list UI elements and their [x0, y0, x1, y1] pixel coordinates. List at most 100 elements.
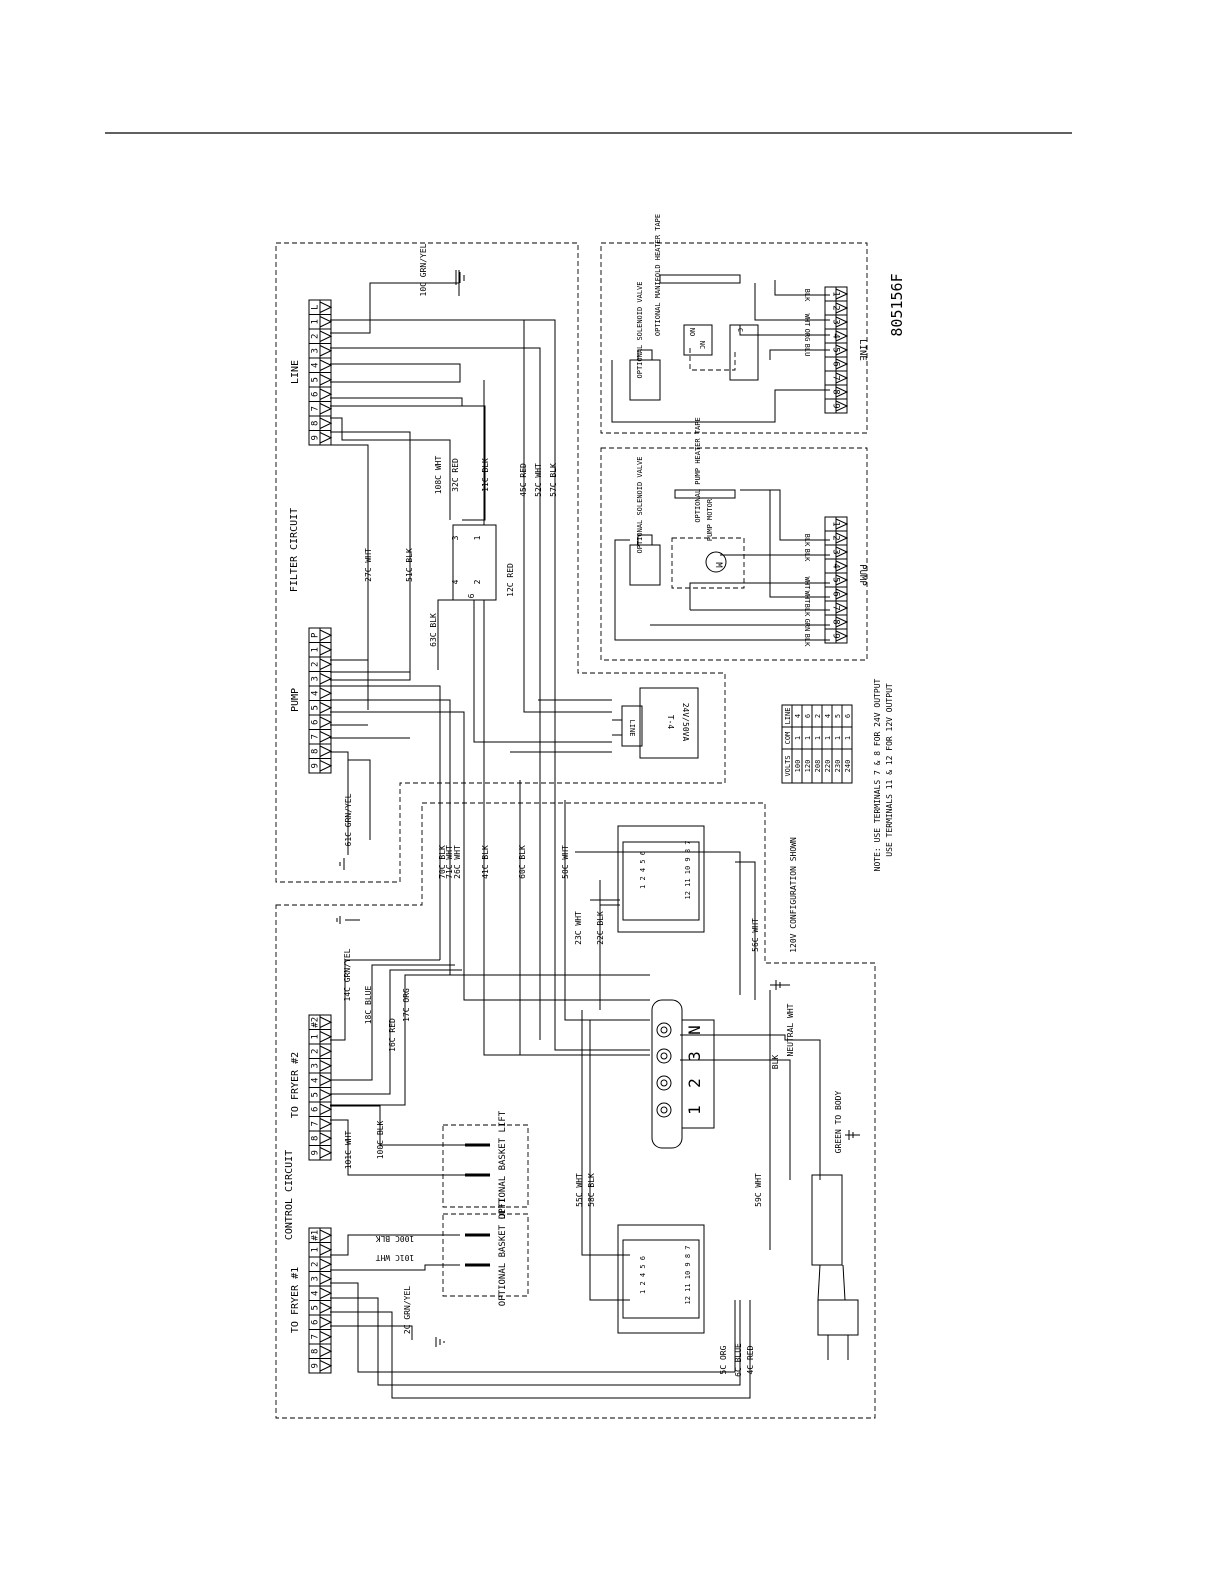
- fryer1-terminal-strip-pin: 7: [311, 1334, 321, 1339]
- wire-label-w51c: 51C BLK: [405, 548, 414, 582]
- relay-pin: 6: [467, 593, 476, 598]
- wire-label-w12c: 12C RED: [506, 563, 515, 597]
- fryer2-terminal-strip-pin: 5: [311, 1092, 321, 1097]
- line-terminal-strip-pin: 9: [311, 435, 321, 440]
- fryer2-block-title: TO FRYER #2: [290, 1052, 301, 1118]
- fryer1-terminal-strip-pin: 9: [311, 1363, 321, 1368]
- inset-line-terminal-strip-pin: 9: [831, 403, 841, 408]
- inset-pump-terminal-strip-pin: 2: [831, 535, 841, 540]
- line-terminal-strip-pin: 2: [311, 334, 321, 339]
- wire-label-w11c: 11C BLK: [481, 458, 490, 492]
- basket-lift-label-2: OPTIONAL BASKET LIFT: [498, 1110, 508, 1219]
- note-line-1: NOTE: USE TERMINALS 7 & 8 FOR 24V OUTPUT: [873, 678, 882, 871]
- wire-label-w26c: 26C WHT: [453, 845, 462, 879]
- fryer1-block-title: TO FRYER #1: [290, 1267, 301, 1333]
- pump-terminal-strip-pin: 3: [311, 676, 321, 681]
- wire-label-w22c: 22C BLK: [596, 911, 605, 945]
- relay-link: [689, 348, 736, 371]
- voltage-table-cell: 4: [824, 714, 832, 718]
- wire-label-w52c: 52C WHT: [534, 463, 543, 497]
- voltage-table-cell: 1: [824, 736, 832, 740]
- voltage-table-header: COM: [784, 732, 792, 745]
- wire-label-w32c: 32C RED: [451, 458, 460, 492]
- wire-label-w23c: 23C WHT: [574, 911, 583, 945]
- ground-symbols: [336, 270, 860, 1347]
- inset-pump-terminal-strip-pin: 9: [831, 633, 841, 638]
- inset-pump-wire-label: BLK: [803, 634, 811, 647]
- fryer2-terminal-strip-pin: #2: [311, 1017, 321, 1028]
- inset-line-terminal-strip-pin: 1: [831, 291, 841, 296]
- line-block-title: LINE: [290, 360, 301, 384]
- wire-label-w41c: 41C BLK: [481, 845, 490, 879]
- wire-label-w63c: 63C BLK: [429, 613, 438, 647]
- wire-label-w100c_a: 100C BLK: [376, 1121, 385, 1160]
- inset-line-terminal-strip-pin: 7: [831, 375, 841, 380]
- fryer1-terminal-strip-pin: 1: [311, 1247, 321, 1252]
- inset-pump-wire-label: BLK: [803, 534, 811, 547]
- fryer2-terminal-strip-pin: 9: [311, 1150, 321, 1155]
- pump-block-title: PUMP: [290, 688, 301, 712]
- inset-line-wire-label: BLU: [803, 344, 811, 357]
- wire-label-w70c: 70C BLK: [438, 845, 447, 879]
- motor-symbol: M: [713, 562, 723, 568]
- transformer-line-label: LINE: [628, 720, 636, 737]
- relay-c-label: C: [736, 328, 744, 332]
- lower-socket-pins-b: 12 11 10 9 8 7: [684, 1245, 692, 1304]
- basket-lift-label-1: OPTIONAL BASKET LIFT: [498, 1197, 508, 1306]
- wire-label-w50c: 50C WHT: [561, 845, 570, 879]
- pump-terminal-strip-pin: 6: [311, 720, 321, 725]
- basket-lift-box-2: [442, 1124, 529, 1208]
- fryer2-terminal-strip-pin: 1: [311, 1034, 321, 1039]
- voltage-table-cell: 240: [844, 760, 852, 773]
- pump-terminal-strip-pin: 7: [311, 734, 321, 739]
- wire-label-w16c: 16C RED: [388, 1018, 397, 1052]
- voltage-table-cell: 1: [794, 736, 802, 740]
- wire-label-w101c_a: 101C WHT: [344, 1131, 353, 1170]
- wire-label-w18c: 18C BLUE: [364, 986, 373, 1025]
- inset-pump-terminal-strip-pin: 8: [831, 619, 841, 624]
- wire-label-w57c: 57C BLK: [549, 463, 558, 497]
- wire-label-w101c_b: 101C WHT: [376, 1253, 415, 1262]
- pump-terminal-strip-pin: 9: [311, 763, 321, 768]
- wire-label-w61c: 61C GRN/YEL: [344, 793, 353, 846]
- inset-line-terminal-strip-pin: 3: [831, 319, 841, 324]
- voltage-table-cell: 120: [804, 760, 812, 773]
- fryer1-terminal-strip-pin: #1: [311, 1230, 321, 1241]
- terminal-block-num-1: 1: [685, 1105, 704, 1115]
- voltage-table-cell: 1: [834, 736, 842, 740]
- pump-terminal-strip-pin: 4: [311, 691, 321, 696]
- wire-label-w55c: 55C WHT: [575, 1173, 584, 1207]
- filter-circuit-title: FILTER CIRCUIT: [289, 508, 300, 592]
- pump-terminal-strip-pin: 1: [311, 647, 321, 652]
- inset-pump-terminal-strip-pin: 6: [831, 591, 841, 596]
- fryer2-terminal-strip-pin: 7: [311, 1121, 321, 1126]
- voltage-table-cell: 6: [844, 714, 852, 718]
- inset-pump-title: PUMP: [857, 564, 867, 586]
- pump-motor-label: PUMP MOTOR: [706, 498, 714, 541]
- inset-line-terminal-strip-pin: 6: [831, 361, 841, 366]
- inset-pump-terminal-strip-pin: 7: [831, 605, 841, 610]
- voltage-table-cell: 230: [834, 760, 842, 773]
- inset-pump-wire-label: BLK: [803, 549, 811, 562]
- voltage-table-header: VOLTS: [784, 755, 792, 776]
- wire-label-w6c: 6C BLUE: [734, 1343, 743, 1377]
- doc-number: 805156F: [888, 273, 906, 336]
- inset-line-terminal-strip-pin: 8: [831, 389, 841, 394]
- inset-pump-terminal-strip-pin: 5: [831, 577, 841, 582]
- fryer2-terminal-strip-pin: 3: [311, 1063, 321, 1068]
- fryer1-terminal-strip-pin: 2: [311, 1262, 321, 1267]
- transformer-label: T-4: [666, 715, 675, 730]
- green-to-body-label: GREEN TO BODY: [834, 1091, 843, 1154]
- wire-label-w58c: 58C BLK: [587, 1173, 596, 1207]
- optional-manifold-heater-label: OPTIONAL MANIFOLD HEATER TAPE: [654, 214, 662, 336]
- inset-pump-wire-label: WHT: [803, 577, 811, 590]
- wire-label-w27c: 27C WHT: [364, 548, 373, 582]
- line-terminal-strip-pin: 6: [311, 392, 321, 397]
- wiring: [330, 270, 859, 1399]
- line-terminal-strip-pin: 5: [311, 377, 321, 382]
- optional-solenoid-label-1: OPTIONAL SOLENOID VALVE: [636, 457, 644, 554]
